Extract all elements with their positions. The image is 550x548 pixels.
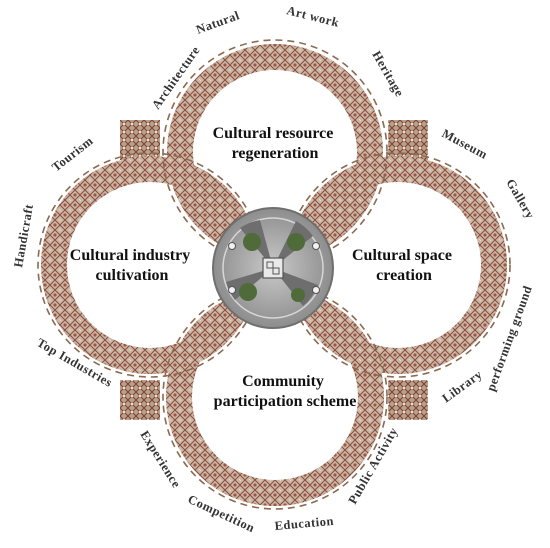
tree-icon: [287, 233, 305, 251]
hub-sector-bottom-right: [273, 268, 318, 306]
connector-bottom-left: [120, 380, 160, 420]
tree-icon: [239, 283, 257, 301]
lamp-icon: [228, 242, 236, 250]
label-top-line1: Cultural resource: [213, 125, 334, 142]
tree-icon: [243, 233, 261, 251]
lamp-icon: [228, 286, 236, 294]
lamp-icon: [312, 242, 320, 250]
ring-word-library: Library: [440, 367, 486, 405]
lamp-icon: [312, 286, 320, 294]
ring-word-museum: Museum: [440, 126, 490, 162]
hub-plaza-inner: [266, 261, 274, 269]
ring-word-handicraft: Handicraft: [11, 203, 36, 269]
central-hub: [212, 207, 334, 329]
tree-icon: [291, 288, 305, 302]
label-top-line2: regeneration: [232, 145, 319, 162]
label-right: Cultural space creation: [352, 247, 456, 284]
dashed-circle-top: [162, 39, 388, 265]
dashed-circle-bottom: [162, 284, 388, 510]
connector-bottom-right: [388, 380, 428, 420]
ring-word-heritage: Heritage: [369, 49, 406, 100]
ring-word-gallery: Gallery: [503, 177, 537, 222]
hub-plaza-inner: [272, 267, 280, 275]
label-left-line2: cultivation: [96, 267, 169, 284]
label-left-line1: Cultural industry: [70, 247, 190, 264]
ring-word-natural: Natural: [194, 8, 241, 37]
label-left: Cultural industry cultivation: [70, 247, 194, 284]
label-bottom-line1: Community: [242, 373, 324, 390]
label-right-line2: creation: [376, 267, 432, 284]
label-bottom-line2: participation scheme: [214, 393, 357, 410]
label-top: Cultural resource regeneration: [213, 125, 338, 162]
label-bottom: Community participation scheme: [214, 373, 357, 410]
ring-word-education: Education: [274, 514, 334, 533]
hub-ring: [222, 217, 324, 319]
ring-word-artwork: Art work: [285, 3, 340, 30]
connector-top-right: [388, 120, 428, 160]
ring-word-tourism: Tourism: [49, 134, 96, 175]
label-right-line1: Cultural space: [352, 247, 452, 264]
connector-tiles: [120, 120, 428, 420]
